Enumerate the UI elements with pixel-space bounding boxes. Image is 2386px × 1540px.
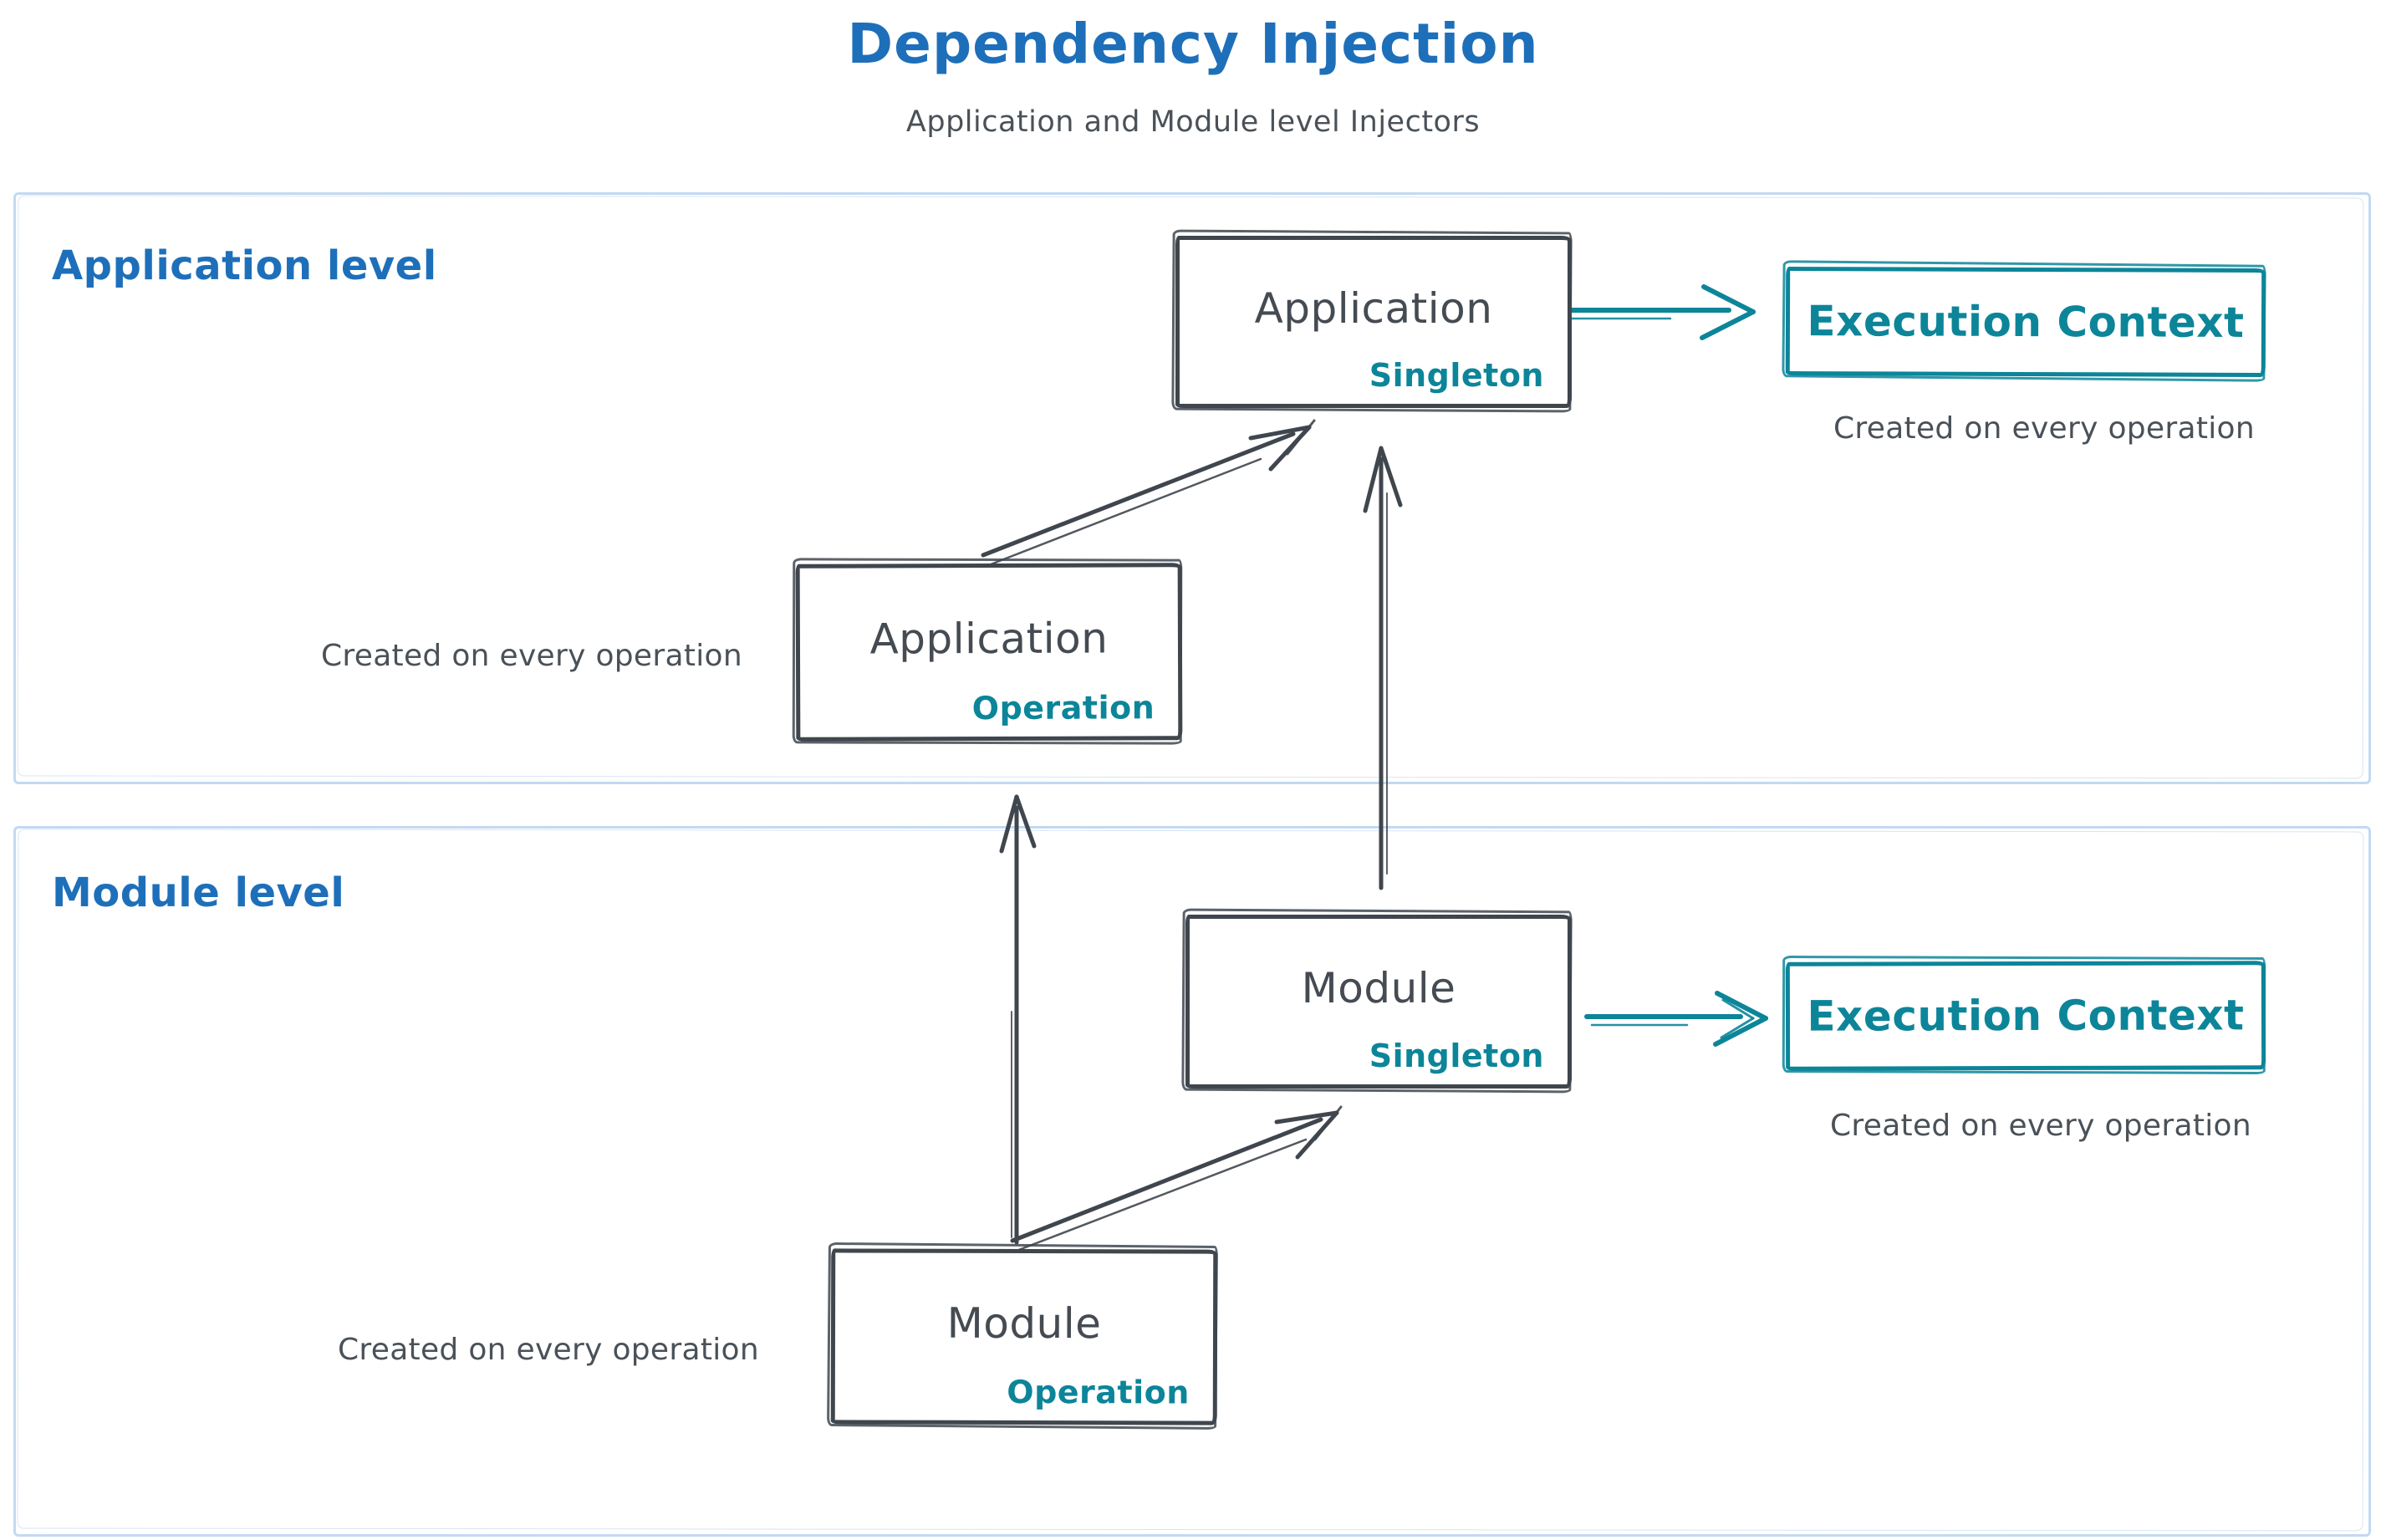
module-singleton-label: Module — [1301, 964, 1456, 1012]
module-level-section — [13, 826, 2371, 1537]
module-operation-badge: Operation — [1007, 1373, 1190, 1411]
app-singleton-badge: Singleton — [1369, 357, 1544, 394]
app-execution-context-caption: Created on every operation — [1833, 411, 2255, 446]
application-level-section — [13, 192, 2371, 784]
app-operation-label: Application — [869, 614, 1109, 664]
module-operation-caption: Created on every operation — [338, 1333, 759, 1367]
module-execution-context-box: Execution Context — [1785, 961, 2266, 1071]
application-level-label: Application level — [52, 242, 437, 289]
module-level-label: Module level — [52, 869, 345, 916]
app-operation-badge: Operation — [971, 689, 1155, 727]
app-execution-context-label: Execution Context — [1807, 297, 2245, 347]
module-singleton-box: Module Singleton — [1185, 915, 1572, 1089]
app-singleton-label: Application — [1254, 284, 1493, 333]
page-title: Dependency Injection — [847, 12, 1539, 76]
app-singleton-box: Application Singleton — [1175, 236, 1572, 408]
page-subtitle: Application and Module level Injectors — [905, 105, 1481, 139]
module-execution-context-label: Execution Context — [1807, 991, 2245, 1041]
module-singleton-badge: Singleton — [1369, 1038, 1544, 1074]
app-operation-caption: Created on every operation — [321, 639, 742, 673]
module-operation-box: Module Operation — [830, 1248, 1218, 1425]
module-execution-context-caption: Created on every operation — [1830, 1109, 2251, 1143]
app-operation-box: Application Operation — [795, 563, 1183, 742]
module-operation-label: Module — [946, 1298, 1102, 1349]
app-execution-context-box: Execution Context — [1785, 266, 2266, 378]
